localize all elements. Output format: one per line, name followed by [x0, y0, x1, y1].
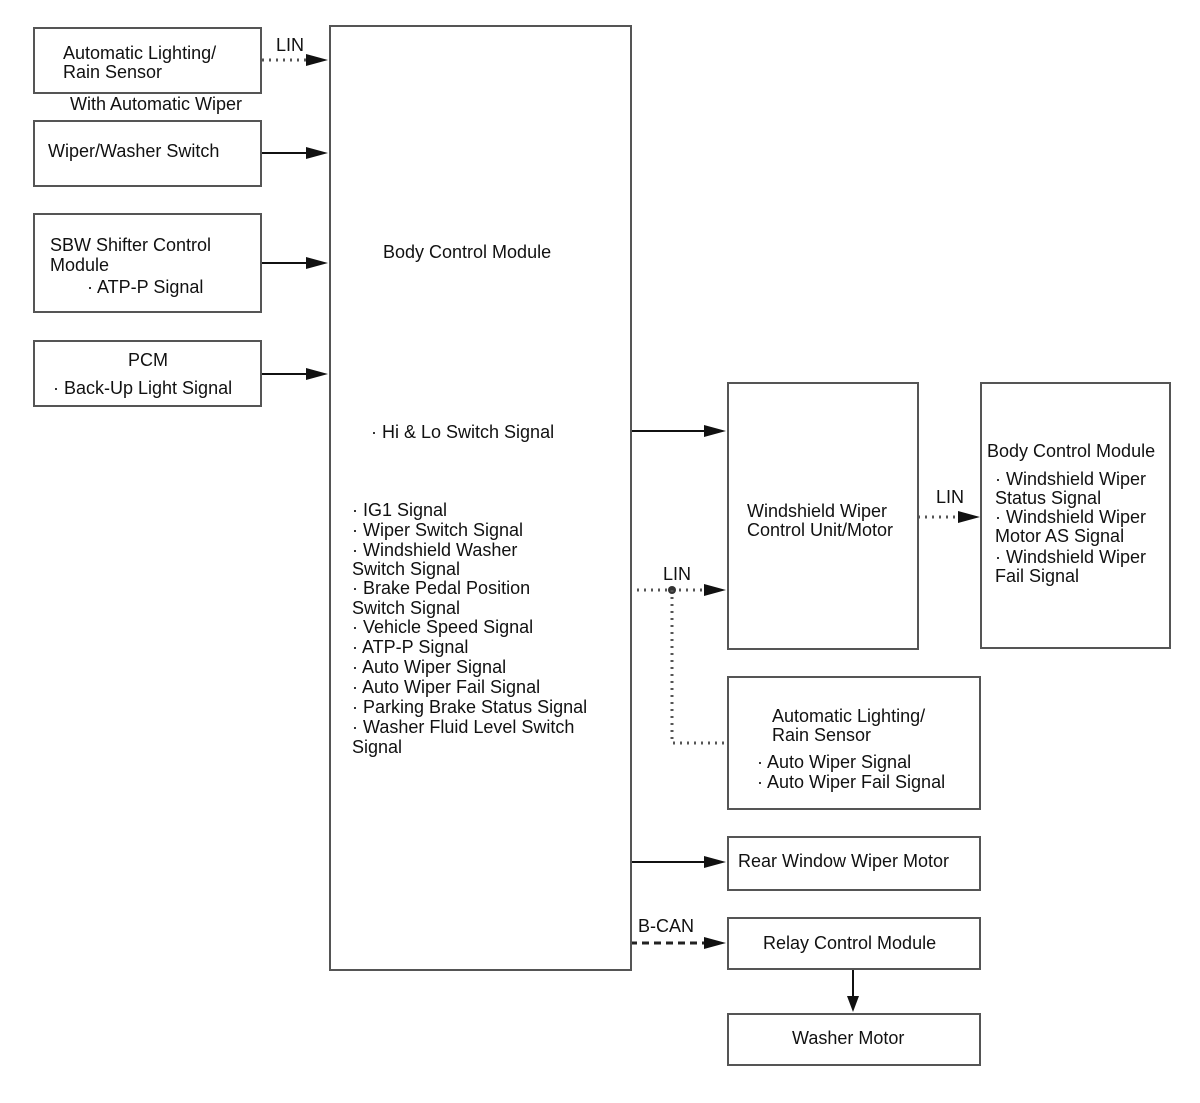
- pcm-box: PCM · Back-Up Light Signal: [33, 340, 262, 407]
- bcm-signal: · Vehicle Speed Signal: [352, 617, 534, 637]
- bcm-signal: · Parking Brake Status Signal: [352, 697, 588, 717]
- box-signal: Motor AS Signal: [995, 526, 1125, 546]
- bcm-signal: · ATP-P Signal: [352, 637, 469, 657]
- arrow-head: [704, 584, 726, 596]
- b-can-label: B-CAN: [638, 916, 695, 936]
- box-signal: · Windshield Wiper: [995, 547, 1147, 567]
- arrow-head: [306, 147, 328, 159]
- arrow-head: [704, 425, 726, 437]
- bcm-title: Body Control Module: [383, 242, 552, 262]
- box-signal: · Windshield Wiper: [995, 507, 1147, 527]
- lin-label: LIN: [276, 35, 305, 55]
- bcm-signal: · Auto Wiper Signal: [352, 657, 507, 677]
- box-title: PCM: [128, 350, 168, 370]
- box-label: Rear Window Wiper Motor: [738, 851, 950, 871]
- box-label: Module: [50, 255, 110, 275]
- arrow-head: [306, 257, 328, 269]
- bcm-signal: Switch Signal: [352, 598, 461, 618]
- automatic-lighting-rain-sensor-box: Automatic Lighting/ Rain Sensor: [33, 27, 262, 94]
- body-control-module-box: Body Control Module · Hi & Lo Switch Sig…: [329, 25, 632, 971]
- box-signal: · Auto Wiper Fail Signal: [757, 772, 946, 792]
- washer-motor-box: Washer Motor: [727, 1013, 981, 1066]
- box-label: Automatic Lighting/: [63, 43, 217, 63]
- bcm-signal: · Windshield Washer: [352, 540, 518, 560]
- bcm-signal: Signal: [352, 737, 403, 757]
- box-signal: Status Signal: [995, 488, 1102, 508]
- hi-lo-switch-signal: · Hi & Lo Switch Signal: [371, 422, 555, 442]
- box-label: Rain Sensor: [772, 725, 872, 745]
- lin-label: LIN: [663, 564, 692, 584]
- lin-label: LIN: [936, 487, 965, 507]
- box-label: Rain Sensor: [63, 62, 163, 82]
- box-label: Automatic Lighting/: [772, 706, 926, 726]
- box-label: Control Unit/Motor: [747, 520, 894, 540]
- bcm-signal: · Brake Pedal Position: [352, 578, 531, 598]
- box-label: Relay Control Module: [763, 933, 937, 953]
- arrow-head: [306, 368, 328, 380]
- box-title: Body Control Module: [987, 441, 1156, 461]
- automatic-lighting-rain-sensor-right-box: Automatic Lighting/ Rain Sensor · Auto W…: [727, 676, 981, 810]
- box-signal: · Windshield Wiper: [995, 469, 1147, 489]
- box-signal: · Auto Wiper Signal: [757, 752, 912, 772]
- box-label: Washer Motor: [792, 1028, 905, 1048]
- box-label: Windshield Wiper: [747, 501, 888, 521]
- box-label: Wiper/Washer Switch: [48, 141, 220, 161]
- windshield-wiper-control-unit-box: Windshield Wiper Control Unit/Motor: [727, 382, 919, 650]
- wiper-washer-switch-box: Wiper/Washer Switch: [33, 120, 262, 187]
- arrow-head: [704, 856, 726, 868]
- arrow-head: [958, 511, 980, 523]
- lin-to-rain-sensor: [670, 590, 727, 745]
- box-signal: · ATP-P Signal: [87, 277, 204, 297]
- bcm-signal: · IG1 Signal: [352, 500, 448, 520]
- automatic-wiper-note: With Automatic Wiper: [70, 94, 243, 114]
- box-label: SBW Shifter Control: [50, 235, 212, 255]
- body-control-module-right-box: Body Control Module · Windshield Wiper S…: [980, 382, 1171, 649]
- arrow-head: [704, 937, 726, 949]
- rear-window-wiper-motor-box: Rear Window Wiper Motor: [727, 836, 981, 891]
- arrow-head: [306, 54, 328, 66]
- relay-control-module-box: Relay Control Module: [727, 917, 981, 970]
- bcm-signal: · Auto Wiper Fail Signal: [352, 677, 541, 697]
- bcm-signal: · Washer Fluid Level Switch: [352, 717, 575, 737]
- sbw-shifter-control-module-box: SBW Shifter Control Module · ATP-P Signa…: [33, 213, 262, 313]
- box-signal: · Back-Up Light Signal: [53, 378, 233, 398]
- arrow-head: [847, 996, 859, 1012]
- box-signal: Fail Signal: [995, 566, 1080, 586]
- bcm-signal: Switch Signal: [352, 559, 461, 579]
- bcm-signal: · Wiper Switch Signal: [352, 520, 524, 540]
